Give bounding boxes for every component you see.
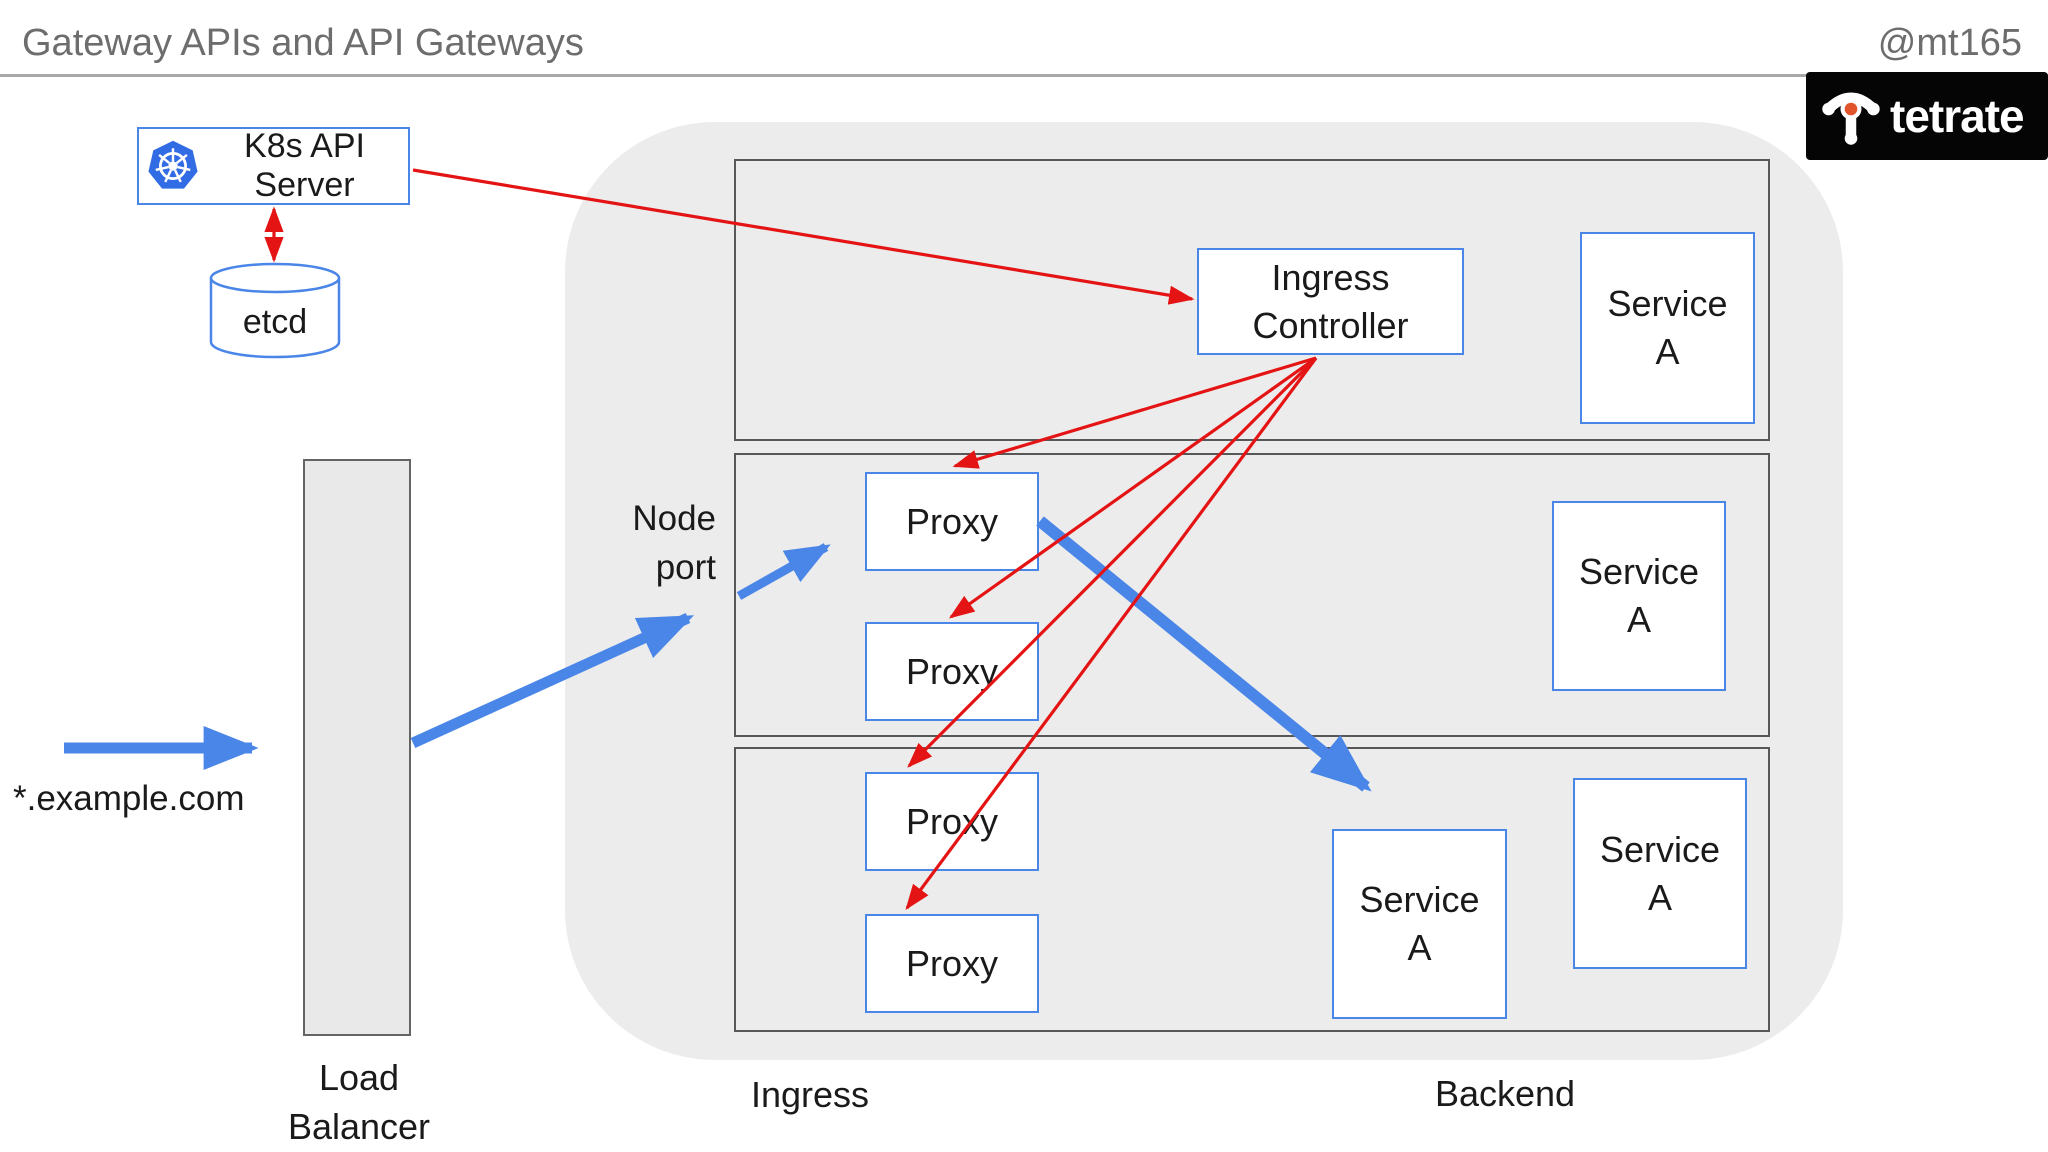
proxy-label: Proxy (905, 650, 999, 692)
proxy-label: Proxy (905, 500, 999, 542)
database-cylinder-icon (209, 262, 341, 359)
service-a-box-node3-left: Service A (1332, 829, 1507, 1019)
proxy-box-2: Proxy (865, 622, 1039, 721)
service-a-box-node2: Service A (1552, 501, 1726, 691)
service-a-label: Service A (1607, 283, 1728, 372)
proxy-label: Proxy (905, 800, 999, 842)
brand-logo: tetrate (1806, 72, 2048, 160)
k8s-api-server-label: K8s API Server (244, 127, 365, 204)
load-balancer-label: Load Balancer (287, 1057, 431, 1147)
header-divider (0, 74, 2048, 77)
service-a-label: Service A (1599, 828, 1721, 918)
etcd-datastore (209, 262, 341, 359)
tetrate-icon (1822, 92, 1880, 145)
proxy-box-4: Proxy (865, 914, 1039, 1013)
etcd-label: etcd (242, 303, 308, 341)
k8s-api-server-box: K8s API Server (137, 127, 410, 205)
service-a-box-node1: Service A (1580, 232, 1755, 424)
ingress-controller-box: Ingress Controller (1197, 248, 1464, 355)
brand-name: tetrate (1890, 90, 2025, 142)
proxy-box-1: Proxy (865, 472, 1039, 571)
service-a-label: Service A (1578, 551, 1700, 640)
ingress-controller-label: Ingress Controller (1252, 256, 1409, 346)
node-port-label: Node port (632, 499, 716, 587)
service-a-label: Service A (1359, 879, 1480, 968)
kubernetes-icon (148, 140, 198, 189)
proxy-label: Proxy (905, 942, 999, 984)
author-handle: @mt165 (1877, 22, 2022, 64)
proxy-box-3: Proxy (865, 772, 1039, 871)
backend-zone-label: Backend (1434, 1073, 1576, 1114)
service-a-box-node3-right: Service A (1573, 778, 1747, 969)
page-title: Gateway APIs and API Gateways (22, 22, 584, 64)
load-balancer-box (303, 459, 411, 1036)
domain-label: *.example.com (13, 779, 245, 818)
ingress-zone-label: Ingress (750, 1074, 870, 1115)
